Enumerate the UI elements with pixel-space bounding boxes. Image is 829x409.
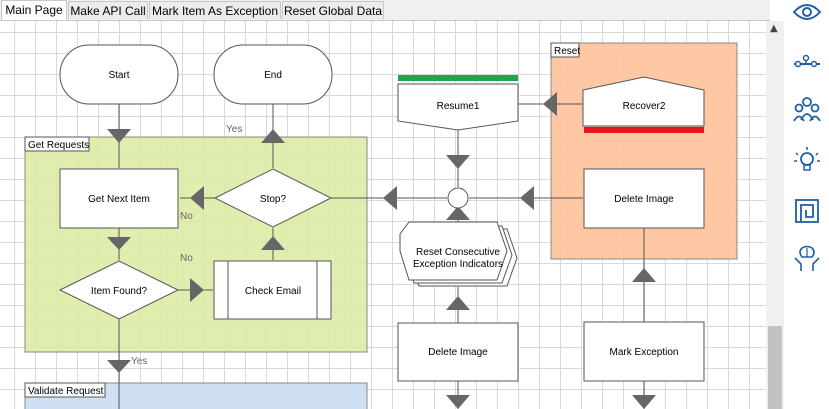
block-validate-request-label: Validate Request [28,386,104,397]
recover-status-bar [584,127,704,133]
node-stop-label: Stop? [260,194,287,205]
node-reset-consecutive-indicators[interactable] [398,221,518,287]
node-delete-image-bottom[interactable] [397,322,519,382]
node-stop-decision[interactable] [213,168,333,228]
tab-make-api-call[interactable]: Make API Call [68,1,148,19]
node-delete-image-reset[interactable] [583,168,705,229]
tab-reset-global-data[interactable]: Reset Global Data [282,1,384,19]
label-no-stop: No [180,211,193,222]
node-recover2-label: Recover2 [623,101,666,112]
timeline-icon[interactable] [792,48,822,78]
node-end-label: End [264,70,282,81]
label-yes-stop: Yes [226,124,242,135]
flow-canvas[interactable]: Get Requests Reset Validate Request [0,21,766,409]
node-item-found-label: Item Found? [91,286,148,297]
label-yes-item: Yes [131,356,147,367]
node-get-next-item-label: Get Next Item [88,194,150,205]
users-icon[interactable] [792,94,822,124]
vertical-scrollbar[interactable]: ▲ [766,21,784,409]
node-check-email-label: Check Email [245,286,301,297]
lightbulb-icon[interactable] [792,146,822,176]
resume-status-bar [398,75,518,81]
node-delete-image-bottom-label: Delete Image [428,347,488,358]
junction-anchor[interactable] [447,187,469,209]
node-item-found-decision[interactable] [58,260,180,320]
node-delete-image-reset-label: Delete Image [614,194,674,205]
tab-mark-item-as-exception[interactable]: Mark Item As Exception [149,1,281,19]
node-start[interactable] [59,44,179,105]
node-reset-indicators-label-2: Exception Indicators [413,259,503,270]
node-mark-exception-label: Mark Exception [610,347,679,358]
flow-diagram: Get Requests Reset Validate Request [24,42,738,409]
scroll-thumb[interactable] [768,326,782,409]
node-reset-indicators-label-1: Reset Consecutive [416,247,500,258]
node-end[interactable] [213,44,333,105]
node-get-next-item[interactable] [59,168,179,229]
block-reset-label: Reset [554,46,580,57]
node-recover2[interactable] [582,76,705,127]
node-start-label: Start [108,70,129,81]
brain-hands-icon[interactable] [792,244,822,274]
block-get-requests-label: Get Requests [28,140,89,151]
label-no-item: No [180,253,193,264]
right-sidebar [785,0,829,409]
node-resume1-label: Resume1 [437,101,480,112]
node-mark-exception[interactable] [583,321,705,382]
eye-icon[interactable] [792,0,822,30]
node-resume1[interactable] [397,83,519,131]
scroll-up-icon[interactable]: ▲ [770,23,778,34]
maze-icon[interactable] [792,196,822,226]
tab-main-page[interactable]: Main Page [1,0,67,20]
tab-bar: Main Page Make API Call Mark Item As Exc… [0,0,770,21]
node-check-email[interactable] [213,260,332,320]
